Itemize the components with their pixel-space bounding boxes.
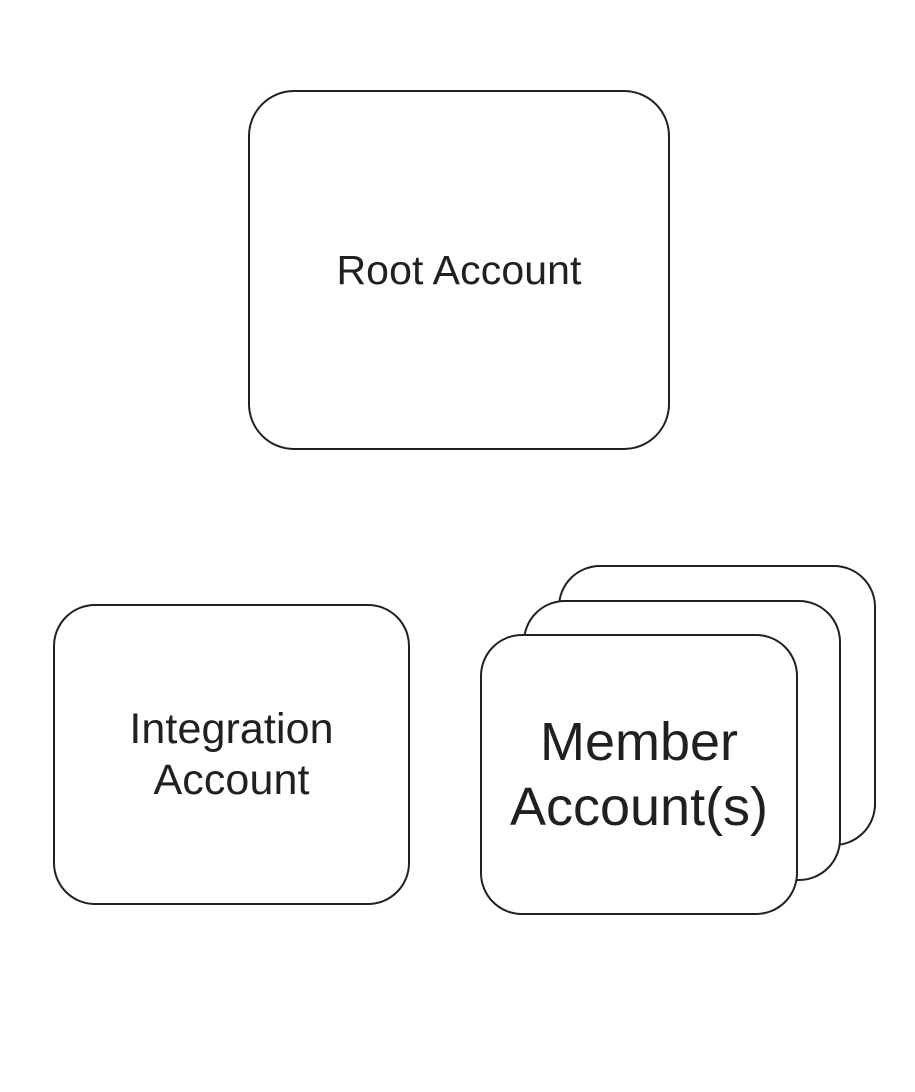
node-root-account-label: Root Account	[336, 246, 582, 293]
member-account-card-front[interactable]: Member Account(s)	[480, 634, 798, 915]
node-member-accounts-label: Member Account(s)	[509, 711, 769, 837]
node-integration-account-label: Integration Account	[129, 704, 334, 804]
node-member-accounts-stack[interactable]: Member Account(s)	[480, 565, 880, 917]
node-root-account[interactable]: Root Account	[248, 90, 670, 450]
node-integration-account[interactable]: Integration Account	[53, 604, 410, 905]
